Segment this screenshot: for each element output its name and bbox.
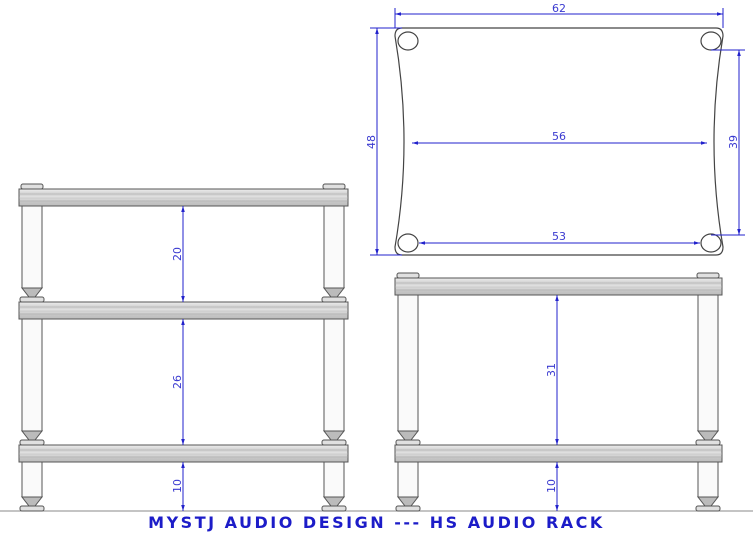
spike-pad (321, 505, 347, 512)
drawing-title: MYSTJ AUDIO DESIGN --- HS AUDIO RACK (148, 513, 605, 532)
dim-3tier-top-label: 20 (171, 247, 184, 261)
shelf (18, 301, 349, 320)
spike-icon (696, 430, 720, 441)
spike-icon (396, 496, 420, 507)
dim-2tier-top-label: 31 (545, 363, 558, 377)
spike-pad (695, 439, 721, 446)
post (697, 461, 719, 498)
shelf (394, 277, 723, 296)
shelf (18, 444, 349, 463)
post (697, 294, 719, 432)
post (397, 294, 419, 432)
dim-hole-width-label: 53 (552, 230, 566, 243)
post-cap (322, 183, 346, 190)
post (323, 461, 345, 498)
spike-pad (19, 505, 45, 512)
dim-hole-depth-label: 39 (727, 135, 740, 149)
dim-2tier-bottom-label: 10 (545, 479, 558, 493)
shelf (394, 444, 723, 463)
post (21, 461, 43, 498)
spike-pad (19, 296, 45, 303)
dim-3tier-bottom-label: 10 (171, 479, 184, 493)
post-cap (696, 272, 720, 279)
spike-pad (395, 505, 421, 512)
dim-3tier-middle-label: 26 (171, 375, 184, 389)
post (21, 318, 43, 432)
dim-width-label: 62 (552, 2, 566, 15)
shelf (18, 188, 349, 207)
spike-icon (20, 287, 44, 298)
spike-pad (321, 296, 347, 303)
spike-icon (396, 430, 420, 441)
post-cap (20, 183, 44, 190)
spike-pad (19, 439, 45, 446)
corner-hole (700, 233, 722, 253)
spike-icon (322, 430, 346, 441)
spike-pad (395, 439, 421, 446)
post (323, 205, 345, 289)
spike-icon (322, 287, 346, 298)
corner-hole (397, 233, 419, 253)
spike-icon (322, 496, 346, 507)
spike-pad (695, 505, 721, 512)
dim-inner-width-label: 56 (552, 130, 566, 143)
dim-depth-label: 48 (365, 135, 378, 149)
post (21, 205, 43, 289)
spike-icon (20, 496, 44, 507)
post-cap (396, 272, 420, 279)
corner-hole (397, 31, 419, 51)
spike-icon (20, 430, 44, 441)
post (323, 318, 345, 432)
post (397, 461, 419, 498)
spike-icon (696, 496, 720, 507)
corner-hole (700, 31, 722, 51)
spike-pad (321, 439, 347, 446)
